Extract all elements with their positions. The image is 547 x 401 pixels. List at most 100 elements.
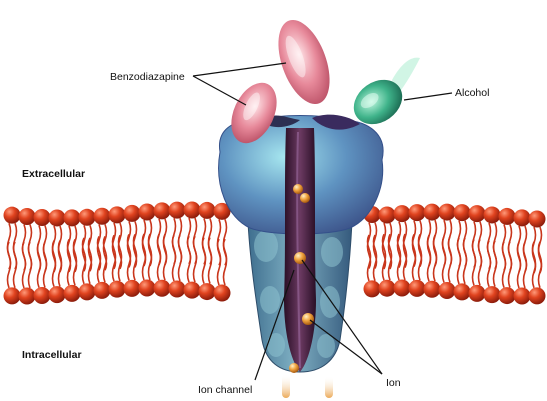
lipid-tail [464,238,467,284]
lipid-head [79,283,96,300]
lipid-tail [209,238,212,284]
lipid-head [49,286,66,303]
lipid-head [469,285,486,302]
lipid-head [34,287,51,304]
lipid-tail [434,235,437,281]
lipid-tail [53,241,56,287]
lipid-head [139,280,156,297]
lipid-tail [479,239,482,285]
lipid-head [49,209,66,226]
label-extracellular: Extracellular [22,168,85,180]
lipid-head [124,280,141,297]
lipid-head [19,287,36,304]
lipid-tail [68,239,71,285]
lipid-tail [533,242,536,288]
lipid-head [64,209,81,226]
lipid-tail [458,238,461,284]
label-ion-channel: Ion channel [198,384,252,396]
lipid-head [439,204,456,221]
lipid-head [184,202,201,219]
lipid-tail [503,242,506,288]
lipid-tail [449,236,452,282]
lipid-tail [179,235,182,281]
lipid-tail [404,234,407,280]
lipid-head [19,208,36,225]
label-ion: Ion [386,377,401,389]
lipid-head [169,202,186,219]
lipid-tail [134,234,137,280]
lipid-head [484,206,501,223]
lipid-head [214,285,231,302]
lipid-tail [539,242,542,288]
lipid-head [94,282,111,299]
lipid-tail [203,238,206,284]
lipid-tail [419,234,422,280]
lipid-head [184,282,201,299]
lipid-tail [413,234,416,280]
lipid-tail [113,235,116,281]
lipid-tail [194,236,197,282]
lipid-tail [518,242,521,288]
lipid-head [199,283,216,300]
lipid-tail [104,236,107,282]
lipid-head [484,286,501,303]
lipid-tail [524,242,527,288]
lipid-head [79,209,96,226]
lipid-head [424,281,441,298]
lipid-head [409,204,426,221]
lipid-tail [164,234,167,280]
ion-sphere [293,184,303,194]
lipid-tail [158,234,161,280]
lipid-head [529,211,546,228]
lipid-head [94,208,111,225]
lipid-tail [29,242,32,288]
lipid-head [154,202,171,219]
lipid-tail [119,235,122,281]
lipid-head [514,209,531,226]
lipid-tail [74,239,77,285]
lipid-head [514,287,531,304]
lipid-head [34,209,51,226]
lipid-head [64,285,81,302]
label-intracellular: Intracellular [22,349,82,361]
lipid-head [364,280,381,297]
ion-trail [282,374,290,398]
ion-sphere [300,193,310,203]
lipid-tail [509,242,512,288]
benzodiazapine-leader-upper [193,63,286,76]
lipid-head [109,281,126,298]
lipid-tail [473,239,476,285]
lipid-tail [374,235,377,281]
lipid-head [409,280,426,297]
lipid-head [124,205,141,222]
gaba-receptor [219,115,383,372]
lipid-tail [218,239,221,285]
lipid-head [439,282,456,299]
alcohol-leader [404,93,452,100]
lipid-tail [173,235,176,281]
lipid-head [454,283,471,300]
lipid-tail [89,238,92,284]
lipid-tail [128,234,131,280]
lipid-head [199,202,216,219]
lipid-tail [143,234,146,280]
lipid-tail [23,242,26,288]
lipid-tail [83,238,86,284]
lipid-head [469,205,486,222]
lipid-head [499,287,516,304]
lipid-head [109,206,126,223]
lipid-tail [8,242,11,288]
ion-sphere [302,313,314,325]
lipid-head [394,280,411,297]
lipid-head [154,280,171,297]
lipid-tail [188,236,191,282]
lipid-tail [428,235,431,281]
lipid-tail [224,239,227,285]
ion-sphere [289,363,299,373]
lipid-head [379,207,396,224]
lipid-tail [368,235,371,281]
lipid-tail [149,234,152,280]
lipid-head [169,280,186,297]
lipid-tail [488,241,491,287]
